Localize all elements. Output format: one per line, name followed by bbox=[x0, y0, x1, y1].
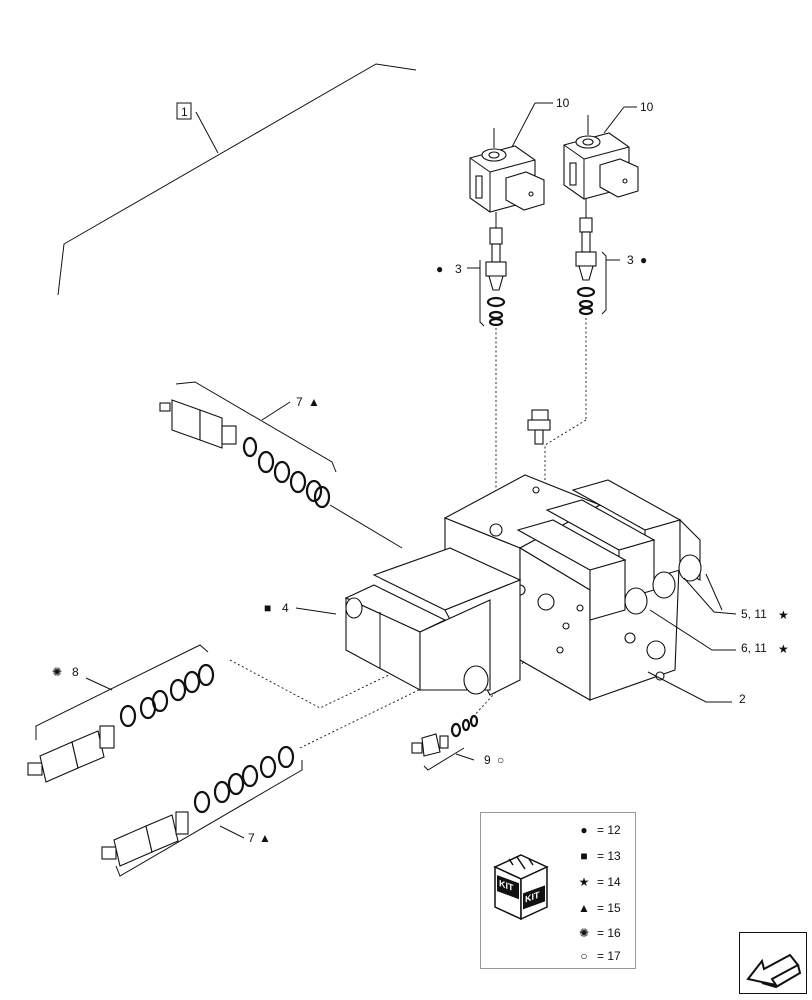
callout-8: 8 bbox=[72, 665, 79, 679]
callout-1: 1 bbox=[181, 105, 188, 119]
cartridge-valve-right bbox=[575, 199, 597, 316]
small-plug-top bbox=[527, 409, 551, 445]
leader-7-bottom bbox=[219, 825, 245, 839]
callout-10-right: 10 bbox=[640, 100, 654, 114]
symbol-starburst-8: ✺ bbox=[52, 665, 62, 679]
bracket-7-top bbox=[175, 381, 337, 473]
legend-row-13: ■ = 13 bbox=[577, 849, 621, 863]
symbol-circle-open-9: ○ bbox=[497, 753, 504, 767]
callout-2: 2 bbox=[739, 692, 746, 706]
leader-1 bbox=[195, 111, 219, 154]
symbol-circle-3-left: ● bbox=[436, 262, 443, 276]
callout-9: 9 bbox=[484, 753, 491, 767]
leader-2 bbox=[647, 671, 732, 703]
callout-3-right: 3 bbox=[627, 253, 634, 267]
bracket-3-left bbox=[479, 260, 485, 327]
bracket-8 bbox=[35, 644, 209, 740]
legend-symbol-triangle: ▲ bbox=[578, 901, 590, 915]
legend-row-17: ○ = 17 bbox=[577, 949, 621, 963]
legend-symbol-starburst: ✺ bbox=[578, 926, 590, 940]
arrow-icon bbox=[746, 953, 802, 989]
valve-bodies-top bbox=[516, 479, 702, 621]
leader-7-top bbox=[261, 401, 291, 421]
leader-6-11 bbox=[649, 609, 736, 651]
bracket-7-bottom bbox=[115, 760, 303, 877]
symbol-star-6-11: ★ bbox=[778, 642, 789, 656]
leader-10-left bbox=[511, 102, 536, 148]
bracket-9 bbox=[423, 747, 465, 771]
relief-valve-top bbox=[159, 399, 331, 509]
symbol-circle-3-right: ● bbox=[640, 253, 647, 267]
legend-row-12: ● = 12 bbox=[577, 823, 621, 837]
callout-7-top: 7 bbox=[296, 395, 303, 409]
kit-box-icon: KIT KIT bbox=[493, 854, 549, 921]
bracket-3-right bbox=[601, 251, 607, 315]
legend-row-16: ✺ = 16 bbox=[577, 926, 621, 940]
callout-5-11: 5, 11 bbox=[741, 607, 767, 621]
callout-6-11: 6, 11 bbox=[741, 641, 767, 655]
kit-legend: KIT KIT ● = 12 ■ = 13 ★ = 14 ▲ = 15 ✺ = 16 ○ =… bbox=[480, 812, 636, 969]
legend-row-14: ★ = 14 bbox=[577, 875, 621, 889]
legend-value: = 12 bbox=[597, 823, 621, 837]
legend-value: = 14 bbox=[597, 875, 621, 889]
assembly-bracket-line bbox=[57, 63, 417, 296]
previous-page-arrow-icon[interactable] bbox=[739, 932, 807, 994]
relief-valve-bottom bbox=[101, 745, 295, 867]
callout-1-box bbox=[176, 102, 192, 120]
small-plug-9 bbox=[411, 714, 479, 757]
symbol-square-4: ■ bbox=[264, 601, 271, 615]
leader-4 bbox=[295, 607, 337, 615]
leader-5-11 bbox=[683, 577, 737, 615]
leader-8 bbox=[85, 677, 113, 691]
leader-10-right bbox=[603, 106, 625, 134]
callout-7-bottom: 7 bbox=[248, 831, 255, 845]
left-valve-block bbox=[344, 547, 522, 696]
solenoid-coil-right bbox=[563, 115, 639, 200]
callout-10-left: 10 bbox=[556, 96, 570, 110]
solenoid-coil-left bbox=[469, 128, 545, 213]
symbol-star-5-11: ★ bbox=[778, 608, 789, 622]
legend-value: = 16 bbox=[597, 926, 621, 940]
legend-value: = 15 bbox=[597, 901, 621, 915]
relief-valve-left bbox=[27, 663, 215, 783]
legend-symbol-star: ★ bbox=[578, 875, 590, 889]
legend-value: = 17 bbox=[597, 949, 621, 963]
callout-3-left: 3 bbox=[455, 262, 462, 276]
legend-symbol-square: ■ bbox=[580, 849, 588, 863]
legend-value: = 13 bbox=[597, 849, 621, 863]
callout-4: 4 bbox=[282, 601, 289, 615]
symbol-triangle-7-bottom: ▲ bbox=[259, 831, 271, 845]
legend-row-15: ▲ = 15 bbox=[577, 901, 621, 915]
legend-symbol-circle: ● bbox=[580, 823, 588, 837]
legend-symbol-circle-open: ○ bbox=[580, 949, 588, 963]
cartridge-valve-left bbox=[485, 212, 507, 327]
symbol-triangle-7-top: ▲ bbox=[308, 395, 320, 409]
